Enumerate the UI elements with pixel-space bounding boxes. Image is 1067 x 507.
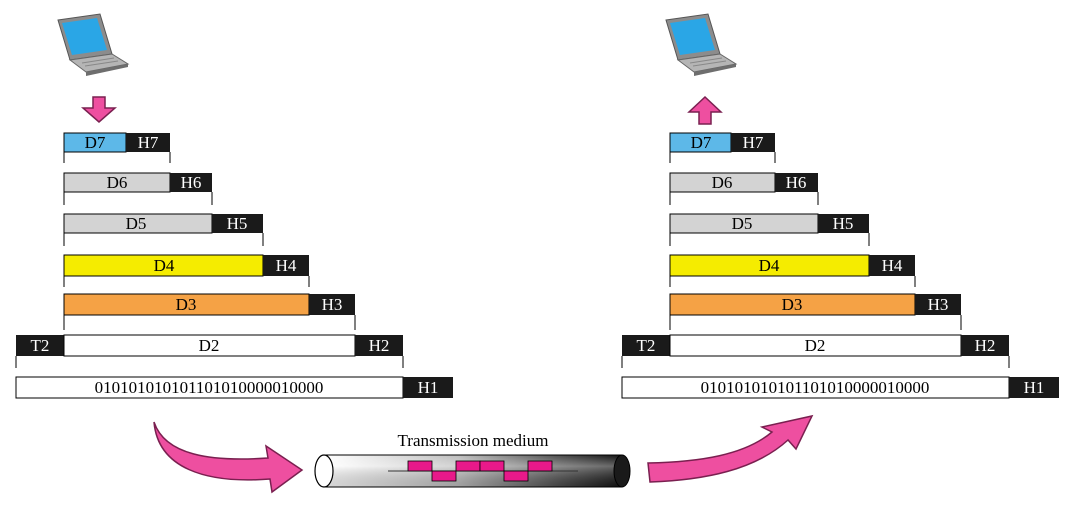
receiver-laptop-icon xyxy=(665,13,738,76)
receiver-t2-box xyxy=(622,335,670,356)
sender-t2-box xyxy=(16,335,64,356)
sender-h7-label: H7 xyxy=(138,133,159,152)
receiver-h2-box xyxy=(961,335,1009,356)
sender-h4-box xyxy=(263,255,309,276)
signal-pulse-high xyxy=(527,460,553,472)
receiver-h1-label: H1 xyxy=(1024,378,1045,397)
receiver-d4-label: D4 xyxy=(759,256,780,275)
receiver-d6-label: D6 xyxy=(712,173,733,192)
sender-h6-label: H6 xyxy=(181,173,202,192)
sender-d3-label: D3 xyxy=(176,295,197,314)
receiver-h4-label: H4 xyxy=(882,256,903,275)
signal-pulse-high xyxy=(479,460,505,472)
sender-down-arrow-icon xyxy=(81,96,117,123)
receiver-up-arrow-icon xyxy=(687,95,723,125)
sender-d4-label: D4 xyxy=(154,256,175,275)
receiver-layer-5: D5 H5 xyxy=(669,213,870,246)
receiver-h1-box xyxy=(1009,377,1059,398)
signal-pulse-high xyxy=(407,460,433,472)
sender-layer-7: D7 H7 xyxy=(63,132,171,163)
receiver-layer-7: D7 H7 xyxy=(669,132,776,163)
medium-to-receiver-arrow-icon xyxy=(647,414,814,483)
sender-h5-box xyxy=(212,214,263,233)
receiver-layer-2: T2 D2 H2 xyxy=(621,334,1010,368)
sender-h1-label: H1 xyxy=(418,378,439,397)
sender-d5-label: D5 xyxy=(126,214,147,233)
receiver-bits-label: 010101010101101010000010000 xyxy=(701,378,930,397)
sender-bits-label: 010101010101101010000010000 xyxy=(95,378,324,397)
sender-laptop-icon xyxy=(57,13,130,76)
sender-t2-label: T2 xyxy=(31,336,50,355)
receiver-d7-label: D7 xyxy=(691,133,712,152)
sender-stack: D7 H7 D6 H6 D5 H5 D4 H4 xyxy=(15,132,453,399)
transmission-medium-label: Transmission medium xyxy=(398,431,549,450)
sender-d7-label: D7 xyxy=(85,133,106,152)
sender-h7-box xyxy=(126,133,170,152)
receiver-stack: D7 H7 D6 H6 D5 H5 D4 H4 D3 xyxy=(621,132,1059,399)
sender-h3-label: H3 xyxy=(322,295,343,314)
receiver-h4-box xyxy=(869,255,915,276)
signal-waveform xyxy=(388,460,578,482)
receiver-h7-box xyxy=(731,133,775,152)
signal-pulse-high xyxy=(455,460,481,472)
receiver-h5-box xyxy=(818,214,869,233)
sender-h1-box xyxy=(403,377,453,398)
receiver-d5-label: D5 xyxy=(732,214,753,233)
receiver-d2-label: D2 xyxy=(805,336,826,355)
receiver-h6-box xyxy=(775,173,818,192)
receiver-layer-4: D4 H4 xyxy=(669,254,916,287)
receiver-layer-1: 010101010101101010000010000 H1 xyxy=(621,376,1059,399)
sender-to-medium-arrow-icon xyxy=(153,421,304,494)
sender-h5-label: H5 xyxy=(227,214,248,233)
sender-layer-1: 010101010101101010000010000 H1 xyxy=(15,376,453,399)
receiver-h2-label: H2 xyxy=(975,336,996,355)
sender-h2-label: H2 xyxy=(369,336,390,355)
sender-d6-label: D6 xyxy=(107,173,128,192)
receiver-h7-label: H7 xyxy=(743,133,764,152)
sender-layer-2: T2 D2 H2 xyxy=(15,334,404,368)
sender-d2-label: D2 xyxy=(199,336,220,355)
sender-layer-3: D3 H3 xyxy=(63,293,356,330)
receiver-d3-label: D3 xyxy=(782,295,803,314)
sender-h2-box xyxy=(355,335,403,356)
receiver-h3-box xyxy=(915,294,961,315)
receiver-layer-6: D6 H6 xyxy=(669,172,819,205)
signal-pulse-low xyxy=(503,470,529,482)
receiver-h5-label: H5 xyxy=(833,214,854,233)
sender-layer-4: D4 H4 xyxy=(63,254,310,287)
receiver-h3-label: H3 xyxy=(928,295,949,314)
receiver-h6-label: H6 xyxy=(786,173,807,192)
receiver-t2-label: T2 xyxy=(637,336,656,355)
sender-layer-6: D6 H6 xyxy=(63,172,213,205)
sender-h3-box xyxy=(309,294,355,315)
sender-layer-5: D5 H5 xyxy=(63,213,264,246)
sender-h4-label: H4 xyxy=(276,256,297,275)
sender-h6-box xyxy=(170,173,212,192)
receiver-layer-3: D3 H3 xyxy=(669,293,962,330)
signal-pulse-low xyxy=(431,470,457,482)
